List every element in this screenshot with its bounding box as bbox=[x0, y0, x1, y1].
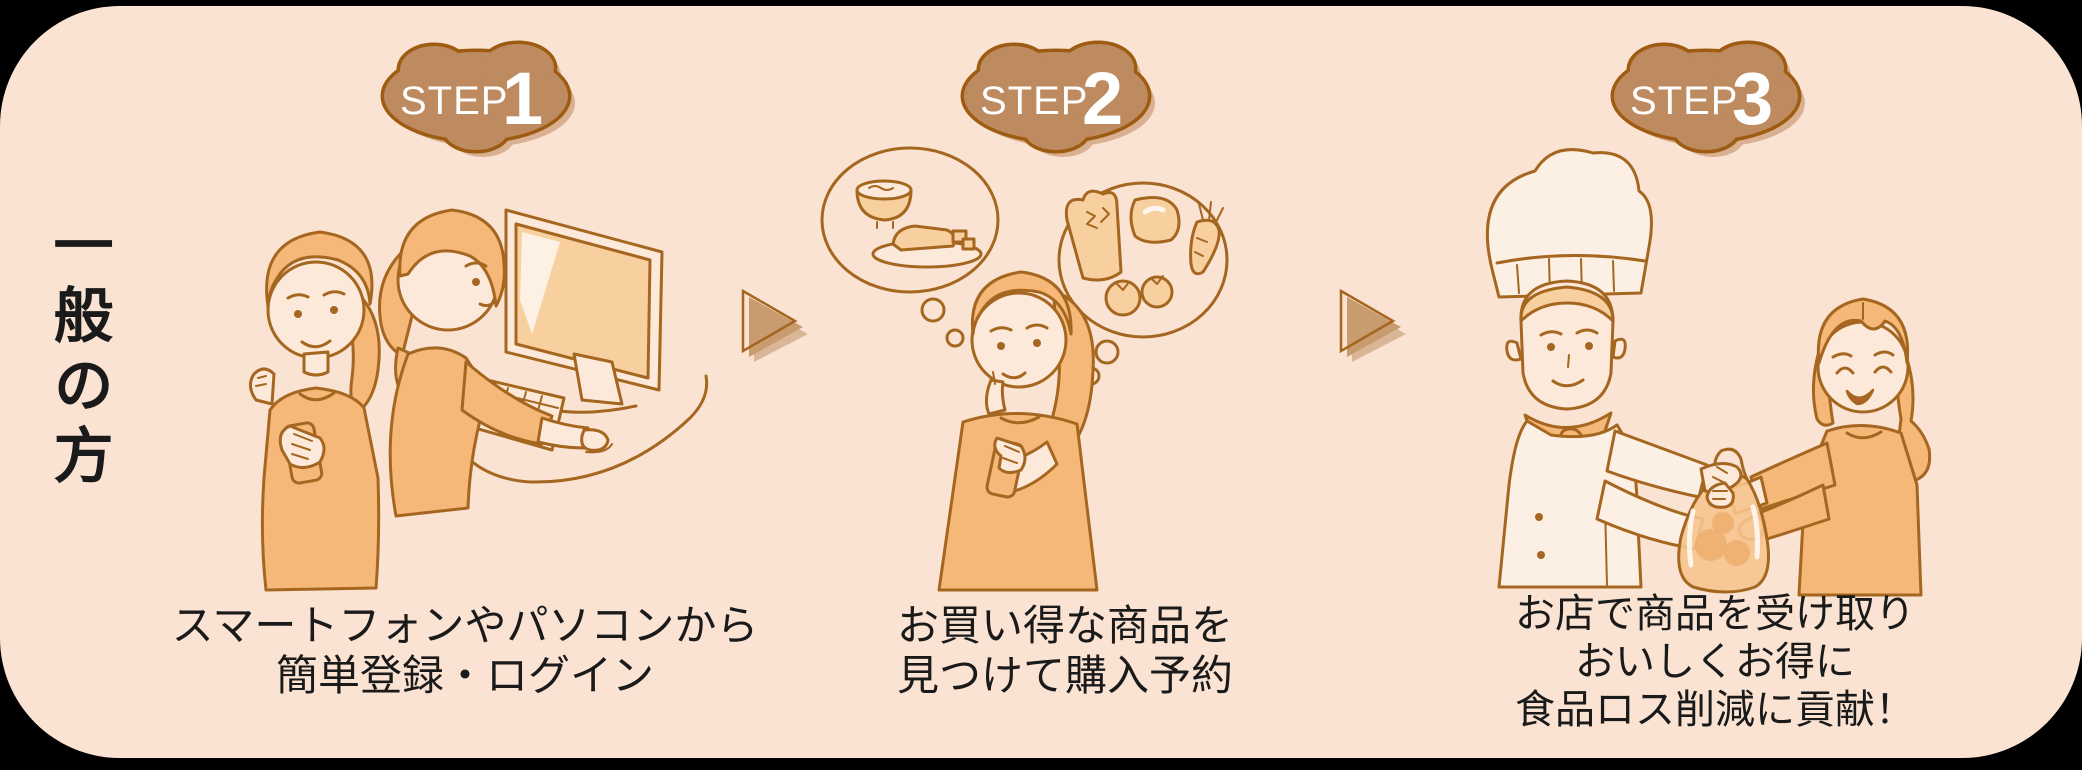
step1-illustration bbox=[170, 148, 730, 593]
thought-bubble-vegetables bbox=[1057, 181, 1229, 339]
step3-illustration bbox=[1455, 125, 1995, 597]
step2-caption-line2: 見つけて購入予約 bbox=[896, 652, 1233, 699]
step3-badge-number: 3 bbox=[1732, 57, 1773, 140]
tomato-icon bbox=[1104, 279, 1142, 317]
carrot-icon bbox=[1189, 218, 1221, 276]
step1-caption: スマートフォンやパソコンから 簡単登録・ログイン bbox=[150, 601, 780, 701]
step2-caption-line1: お買い得な商品を bbox=[896, 602, 1233, 649]
chef-hat-icon bbox=[1485, 148, 1653, 299]
step2-badge-word: STEP bbox=[980, 79, 1088, 123]
raised-hand bbox=[249, 367, 276, 406]
step1-badge: STEP 1 bbox=[376, 40, 576, 157]
step2-caption: お買い得な商品を 見つけて購入予約 bbox=[810, 601, 1320, 701]
step3-caption-line3: 食品ロス削減に貢献！ bbox=[1515, 688, 1915, 732]
step1-badge-cloud: STEP 1 bbox=[380, 40, 575, 157]
arrow-right-icon bbox=[1338, 288, 1408, 366]
step1-badge-number: 1 bbox=[502, 57, 543, 140]
audience-label: 一般の方 bbox=[45, 214, 112, 494]
tomato-icon bbox=[1140, 275, 1174, 309]
cabbage-icon bbox=[1064, 189, 1123, 282]
customer-woman bbox=[1727, 297, 1932, 597]
woman-with-smartphone bbox=[249, 230, 381, 592]
customer-hand bbox=[1705, 481, 1735, 509]
arrow-right-icon bbox=[740, 288, 810, 366]
step3-caption: お店で商品を受け取り おいしくお得に 食品ロス削減に貢献！ bbox=[1440, 590, 1990, 734]
woman-at-computer bbox=[378, 208, 613, 518]
step3-caption-line2: おいしくお得に bbox=[1575, 640, 1855, 684]
step1-caption-line1: スマートフォンやパソコンから bbox=[171, 602, 759, 649]
step1-badge-word: STEP bbox=[400, 79, 508, 123]
step2-badge: STEP 2 bbox=[956, 40, 1156, 157]
bread-icon bbox=[1129, 196, 1181, 244]
badge-body bbox=[384, 44, 568, 150]
step2-badge-cloud: STEP 2 bbox=[960, 40, 1155, 157]
step3-badge-cloud: STEP 3 bbox=[1610, 40, 1805, 157]
chef bbox=[1485, 148, 1709, 589]
food-bag-icon bbox=[1677, 447, 1770, 594]
step3-caption-line1: お店で商品を受け取り bbox=[1515, 592, 1915, 636]
step3-badge: STEP 3 bbox=[1606, 40, 1806, 157]
thought-bubble-meals bbox=[820, 146, 1000, 294]
step2-badge-number: 2 bbox=[1082, 57, 1123, 140]
finger-on-chin bbox=[984, 378, 1007, 416]
thinking-woman bbox=[937, 270, 1099, 592]
step3-badge-word: STEP bbox=[1630, 79, 1738, 123]
step1-caption-line2: 簡単登録・ログイン bbox=[275, 652, 654, 699]
step2-illustration bbox=[805, 112, 1365, 592]
